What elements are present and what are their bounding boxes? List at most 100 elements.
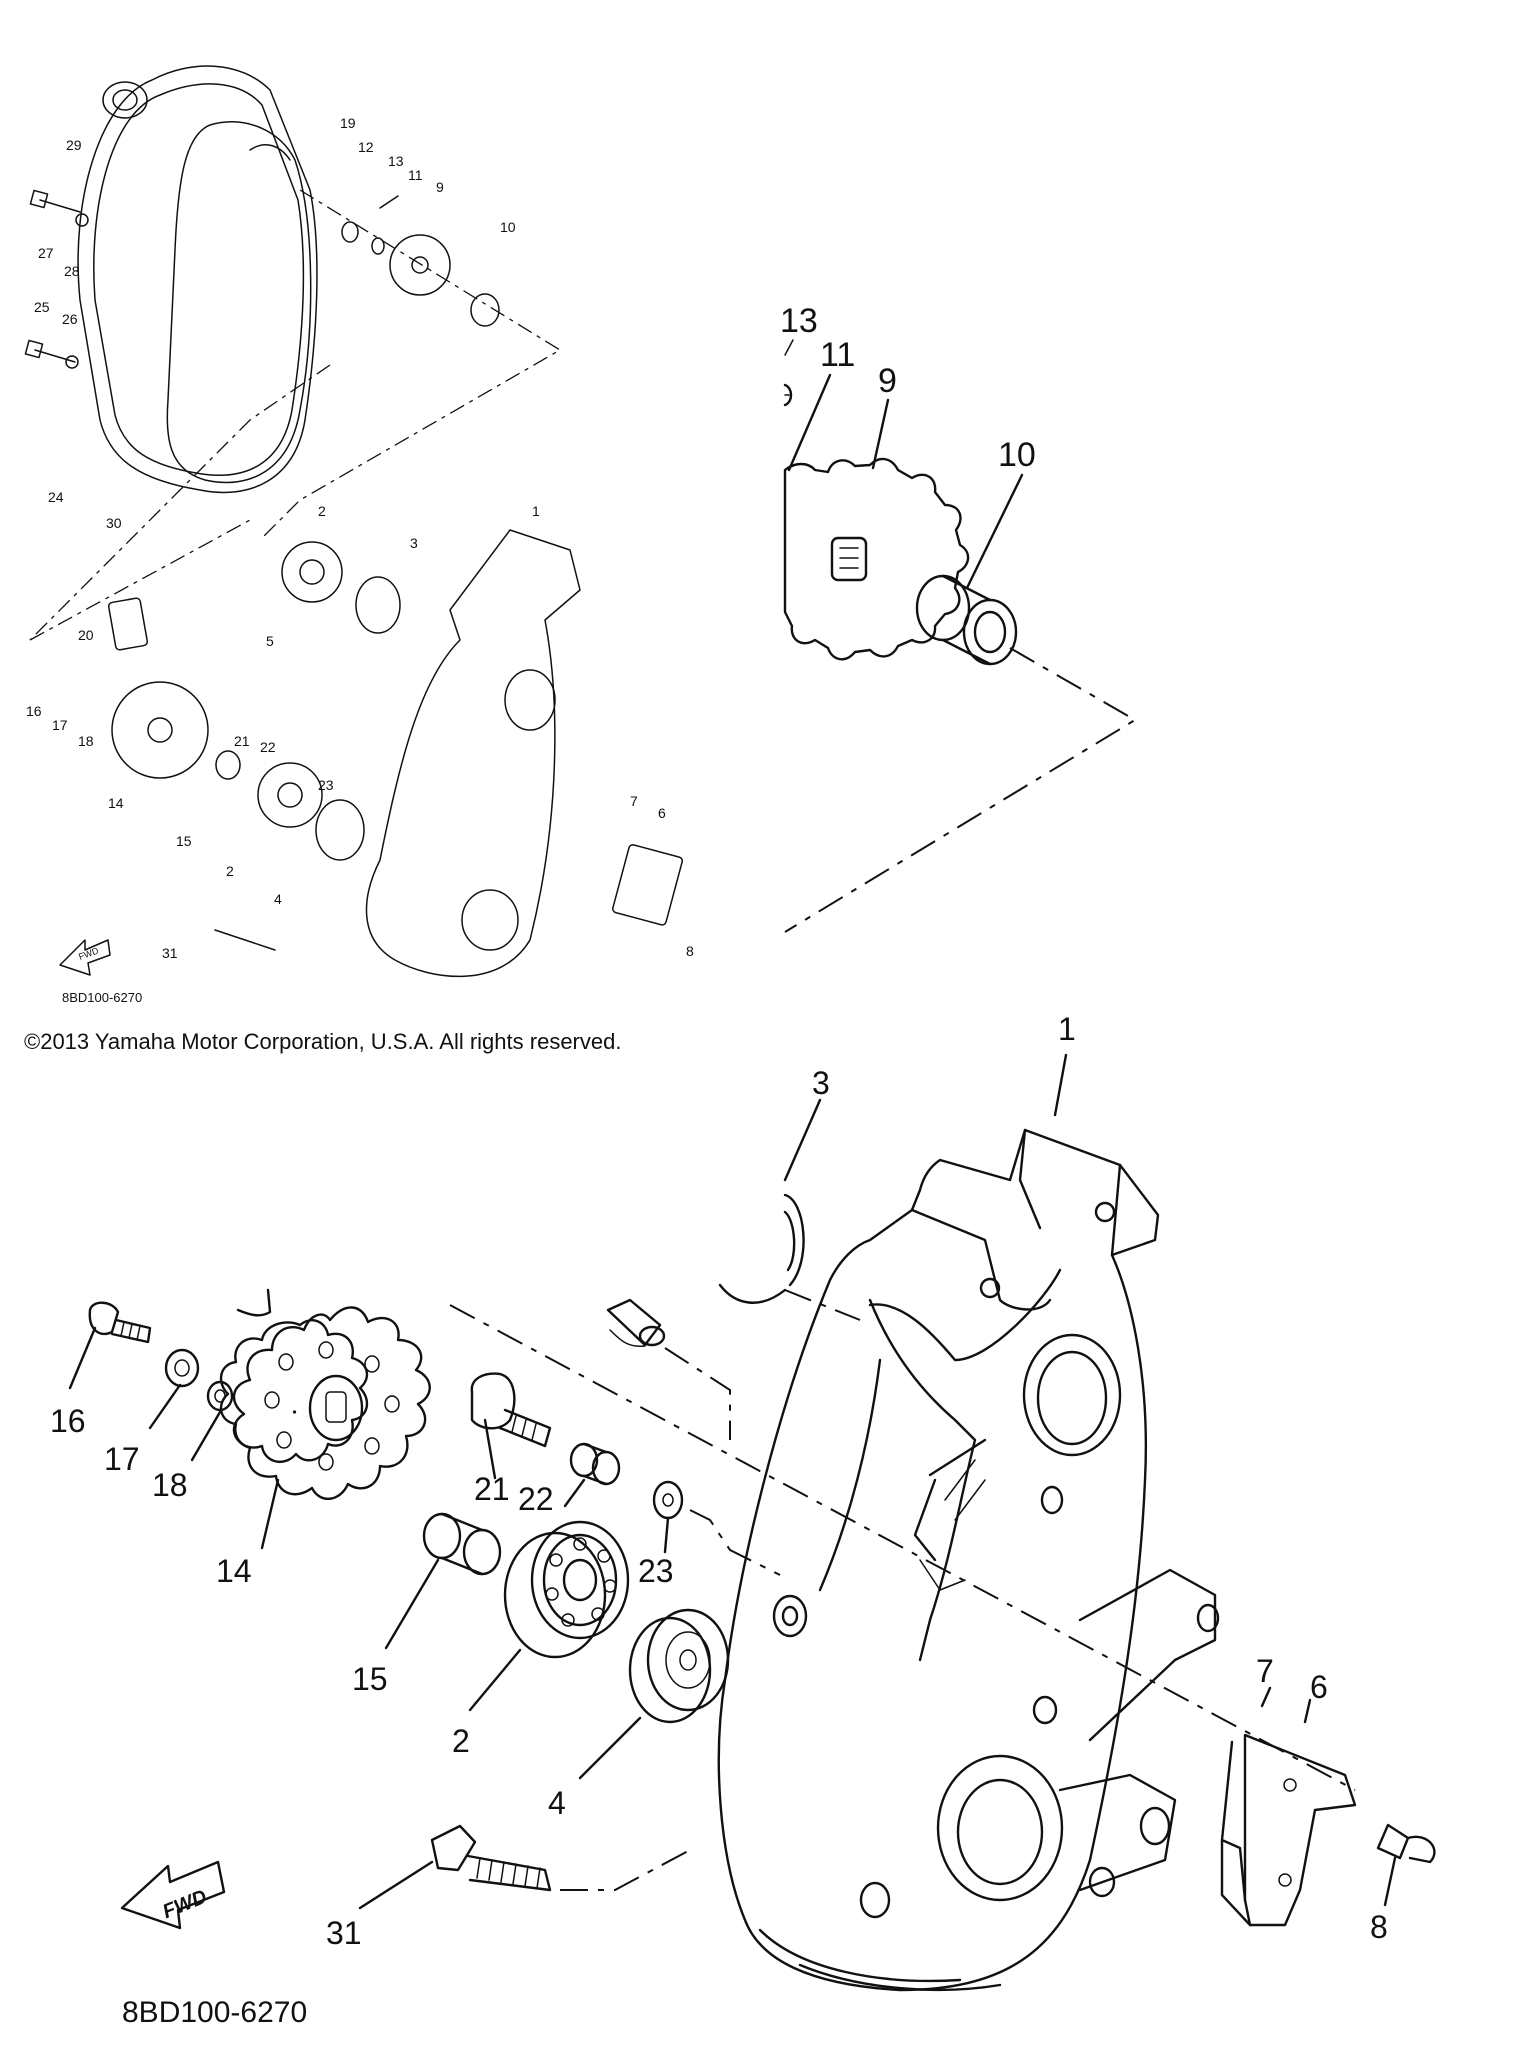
plate-7: [1220, 1740, 1252, 1927]
callout-2: 2: [452, 1723, 470, 1759]
plate: [612, 844, 683, 926]
sprocket-14-teeth: [232, 1306, 431, 1500]
callout-4: 4: [548, 1785, 566, 1821]
chain-case-cover: [77, 65, 318, 494]
bolt-31: [430, 1824, 552, 1892]
washer-23: [652, 1480, 684, 1520]
callout-3: 3: [812, 1065, 830, 1101]
callout-11: 11: [408, 167, 423, 183]
callout-7a: 7: [630, 793, 638, 809]
tensioner-block-partial: [236, 1288, 272, 1317]
diagram-code-large: 8BD100-6270: [122, 1996, 307, 2029]
callout-9-large: 9: [878, 362, 897, 400]
callout-16a: 16: [26, 703, 42, 719]
bolt-5: [606, 1298, 666, 1348]
washer: [75, 213, 89, 227]
assembly-line-23: [689, 1509, 781, 1576]
callout-1a: 1: [532, 503, 540, 519]
callout-5: 5: [266, 633, 274, 649]
chain-case-housing-1: [717, 1128, 1160, 1992]
callout-10: 10: [500, 219, 516, 235]
callout-8a: 8: [686, 943, 694, 959]
spacer-10-large: [915, 574, 1018, 666]
fwd-label-large: FWD: [160, 1886, 210, 1923]
washer: [371, 237, 385, 255]
callout-21a: 21: [234, 733, 250, 749]
callout-19: 19: [340, 115, 356, 131]
callout-2a: 2: [318, 503, 326, 519]
callout-21: 21: [474, 1471, 510, 1507]
washer-17: [164, 1348, 200, 1388]
sprocket: [389, 234, 451, 296]
bolt-16: [88, 1301, 152, 1344]
callout-14: 14: [216, 1553, 252, 1589]
callout-10-large: 10: [998, 436, 1036, 474]
collar-15: [422, 1512, 502, 1576]
collar: [215, 750, 241, 780]
oil-seal: [315, 799, 365, 861]
callout-11-large: 11: [820, 336, 855, 374]
callout-30: 30: [106, 515, 122, 531]
callout-6: 6: [1310, 1669, 1328, 1705]
assembly-line-bolt5: [664, 1347, 731, 1440]
callout-22a: 22: [260, 739, 276, 755]
mounting-hole: [1094, 1201, 1116, 1223]
overview-callouts: 29 19 12 13 11 9 10 27 28 25 26 24 30 2 …: [26, 115, 694, 961]
bolt: [39, 199, 81, 213]
callout-13: 13: [388, 153, 404, 169]
callout-12: 12: [358, 139, 374, 155]
bolt-8: [1376, 1823, 1436, 1864]
callout-27: 27: [38, 245, 54, 261]
spacer: [470, 293, 500, 327]
fwd-arrow-large: FWD: [120, 1860, 226, 1930]
callout-3a: 3: [410, 535, 418, 551]
callout-31: 31: [326, 1915, 362, 1951]
washer: [341, 221, 359, 243]
drive-chain: [249, 144, 291, 161]
washer-18: [206, 1380, 234, 1412]
callout-9: 9: [436, 179, 444, 195]
mounting-hole: [1040, 1485, 1064, 1515]
callout-26: 26: [62, 311, 78, 327]
bearing-bore-lower: [936, 1754, 1064, 1902]
cotter-pin: [379, 195, 399, 209]
washer-11-partial: [783, 383, 793, 407]
oil-seal: [355, 576, 401, 634]
callout-7: 7: [1256, 1653, 1274, 1689]
overview-diagram: FWD: [24, 65, 683, 978]
oil-seal: [102, 81, 148, 119]
sprocket-14-hub: [308, 1374, 364, 1442]
detail-callouts-bottom: 1 3 16 17 18 21 22 23 14 15 2 4 7 6 8 31: [50, 1011, 1388, 1951]
callout-4a: 4: [274, 891, 282, 907]
sprocket: [111, 681, 209, 779]
detail-callouts-top: 13 11 9 10: [780, 302, 1036, 474]
chain-tensioner-block: [107, 597, 149, 651]
callout-17: 17: [104, 1441, 140, 1477]
chain-case-housing: [365, 529, 581, 978]
callout-23a: 23: [318, 777, 334, 793]
bearing: [257, 762, 323, 828]
assembly-line-top: [784, 647, 1137, 933]
callout-29: 29: [66, 137, 82, 153]
gasket: [166, 121, 312, 484]
plate-6: [1243, 1733, 1357, 1927]
callout-14a: 14: [108, 795, 124, 811]
assembly-line-3: [784, 1289, 861, 1321]
callout-16: 16: [50, 1403, 86, 1439]
callout-1: 1: [1058, 1011, 1076, 1047]
callout-20: 20: [78, 627, 94, 643]
bearing: [281, 541, 343, 603]
sprocket-14: [219, 1319, 369, 1464]
callout-6a: 6: [658, 805, 666, 821]
bearing-2: [503, 1520, 630, 1659]
assembly-line-main: [449, 1304, 1356, 1791]
callout-22: 22: [518, 1481, 554, 1517]
collar-22: [569, 1442, 621, 1486]
callout-8: 8: [1370, 1909, 1388, 1945]
callout-2b: 2: [226, 863, 234, 879]
oil-seal-3-partial: [783, 1193, 805, 1287]
callout-31a: 31: [162, 945, 178, 961]
mounting-hole: [979, 1277, 1001, 1299]
